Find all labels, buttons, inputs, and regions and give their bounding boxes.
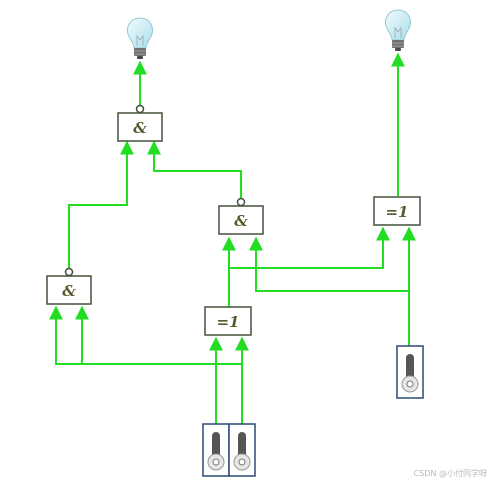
gate-label: =1 (216, 313, 239, 331)
wire-switch-right-to-and-mid (249, 236, 409, 292)
light-bulb-icon (385, 9, 411, 51)
gate-label: & (133, 119, 147, 137)
and-gate-left[interactable]: & (46, 267, 92, 305)
watermark: CSDN @小付同学呀 (413, 469, 487, 478)
gate-label: & (62, 282, 76, 300)
wire-switch-a-to-and-left (49, 305, 216, 365)
wire-switch-b-to-and-left (75, 305, 242, 365)
inversion-bubble (236, 197, 246, 207)
toggle-switch-icon[interactable] (202, 423, 230, 477)
and-gate-middle[interactable]: & (218, 197, 264, 235)
light-bulb-icon (127, 17, 153, 59)
xor-gate-right[interactable]: =1 (373, 196, 421, 226)
and-gate-top[interactable]: & (117, 104, 163, 142)
wire-xor-bottom-to-xor-right (229, 226, 390, 269)
toggle-switch-icon[interactable] (228, 423, 256, 477)
xor-gate-bottom[interactable]: =1 (204, 306, 252, 336)
gate-label: =1 (385, 203, 408, 221)
wire-and-left-to-and-top (68, 140, 134, 270)
inversion-bubble (64, 267, 74, 277)
gate-label: & (234, 212, 248, 230)
toggle-switch-icon[interactable] (396, 345, 424, 399)
inversion-bubble (135, 104, 145, 114)
wire-and-mid-to-and-top (147, 140, 242, 200)
